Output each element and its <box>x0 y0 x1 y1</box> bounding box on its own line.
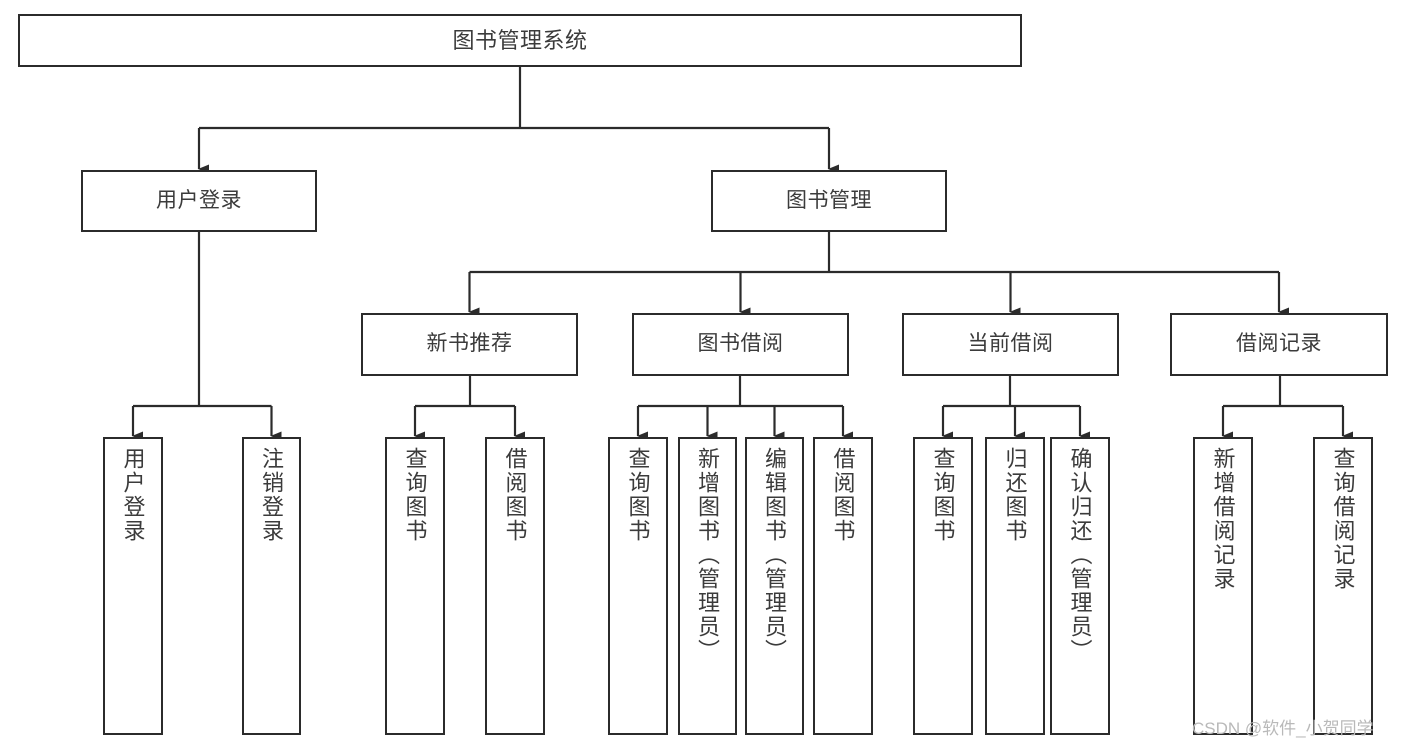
node-label-leaf-query-record: 查询借阅记录 <box>1330 447 1356 591</box>
node-label-leaf-confirm-return: 确认归还（管理员） <box>1067 447 1093 663</box>
node-book-borrow[interactable]: 图书借阅 <box>632 313 849 376</box>
node-current-borrow[interactable]: 当前借阅 <box>902 313 1119 376</box>
node-leaf-add-book[interactable]: 新增图书（管理员） <box>678 437 737 735</box>
node-user-login[interactable]: 用户登录 <box>81 170 317 232</box>
node-label-leaf-add-book: 新增图书（管理员） <box>695 447 721 663</box>
node-book-management[interactable]: 图书管理 <box>711 170 947 232</box>
edges-group <box>131 67 1353 441</box>
node-leaf-borrow-book-2[interactable]: 借阅图书 <box>813 437 873 735</box>
node-label-book-management: 图书管理 <box>786 188 872 212</box>
node-label-leaf-edit-book: 编辑图书（管理员） <box>762 447 788 663</box>
node-label-leaf-user-login: 用户登录 <box>120 447 146 543</box>
node-label-borrow-record: 借阅记录 <box>1236 332 1322 356</box>
node-leaf-query-book-2[interactable]: 查询图书 <box>608 437 668 735</box>
node-leaf-query-book-1[interactable]: 查询图书 <box>385 437 445 735</box>
node-label-new-book-recommend: 新书推荐 <box>426 332 513 356</box>
node-new-book-recommend[interactable]: 新书推荐 <box>361 313 578 376</box>
node-label-leaf-query-book-1: 查询图书 <box>402 447 428 543</box>
node-leaf-borrow-book-1[interactable]: 借阅图书 <box>485 437 545 735</box>
node-leaf-query-record[interactable]: 查询借阅记录 <box>1313 437 1373 735</box>
node-label-root: 图书管理系统 <box>452 27 588 53</box>
node-leaf-logout[interactable]: 注销登录 <box>242 437 301 735</box>
node-label-leaf-logout: 注销登录 <box>259 447 285 543</box>
node-label-leaf-borrow-book-1: 借阅图书 <box>502 447 528 543</box>
node-label-leaf-query-book-2: 查询图书 <box>625 447 651 543</box>
node-leaf-query-book-3[interactable]: 查询图书 <box>913 437 973 735</box>
node-label-current-borrow: 当前借阅 <box>967 332 1054 356</box>
node-leaf-edit-book[interactable]: 编辑图书（管理员） <box>745 437 804 735</box>
node-leaf-return-book[interactable]: 归还图书 <box>985 437 1045 735</box>
node-label-leaf-query-book-3: 查询图书 <box>930 447 956 543</box>
node-label-leaf-add-record: 新增借阅记录 <box>1210 447 1236 591</box>
node-label-leaf-borrow-book-2: 借阅图书 <box>830 447 856 543</box>
node-label-leaf-return-book: 归还图书 <box>1002 447 1028 543</box>
node-leaf-confirm-return[interactable]: 确认归还（管理员） <box>1050 437 1110 735</box>
node-leaf-add-record[interactable]: 新增借阅记录 <box>1193 437 1253 735</box>
node-borrow-record[interactable]: 借阅记录 <box>1170 313 1388 376</box>
node-label-user-login: 用户登录 <box>156 188 242 212</box>
node-leaf-user-login[interactable]: 用户登录 <box>103 437 163 735</box>
node-label-book-borrow: 图书借阅 <box>697 332 784 356</box>
node-root[interactable]: 图书管理系统 <box>18 14 1022 67</box>
